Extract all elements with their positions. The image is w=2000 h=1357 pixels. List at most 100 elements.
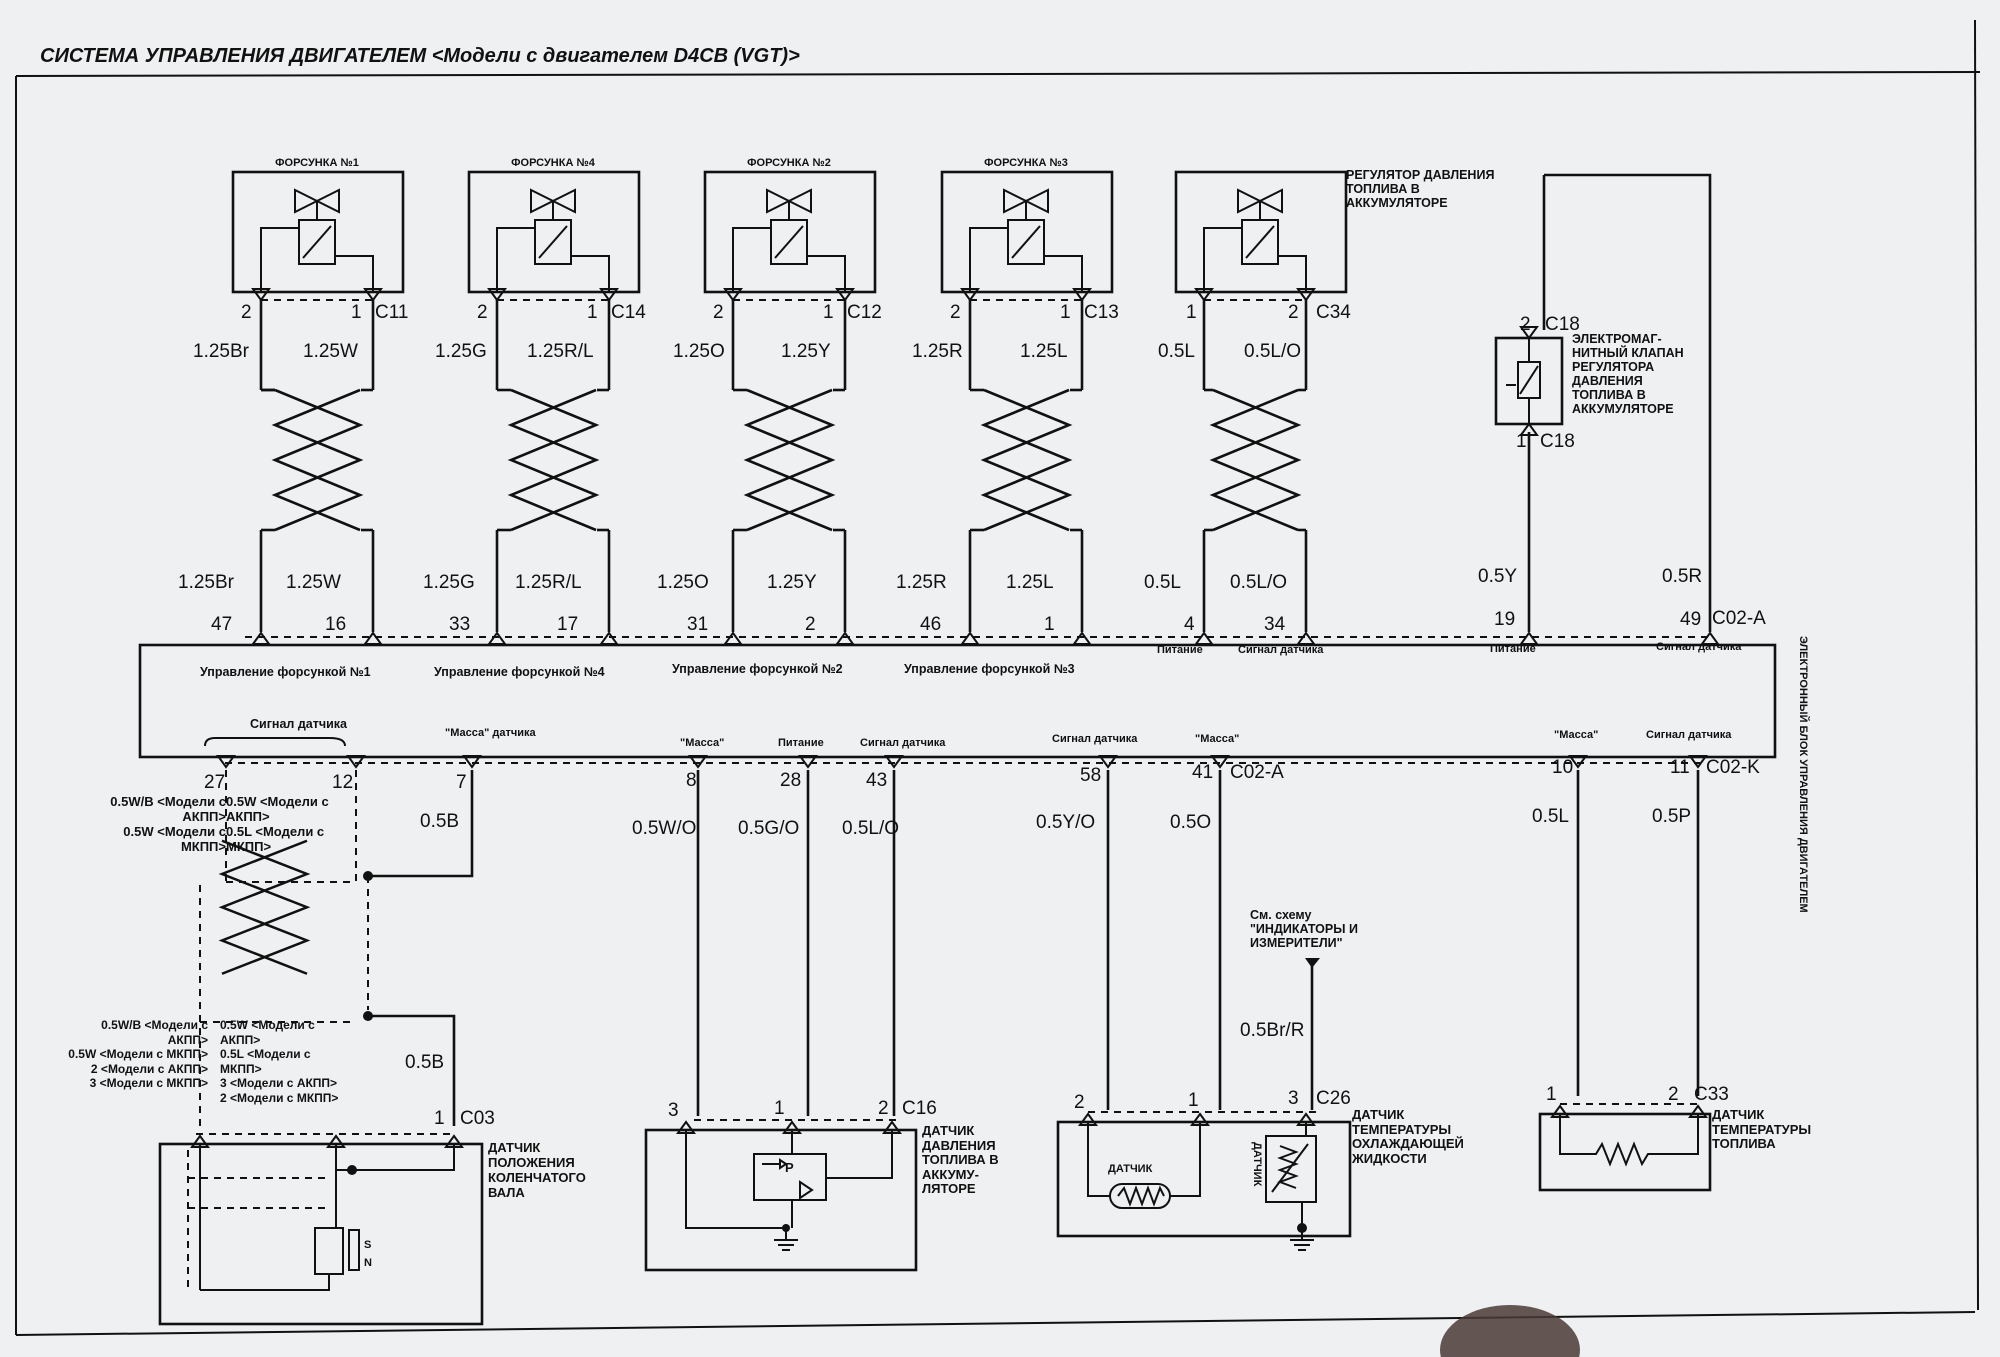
sheet-frame-right — [1974, 19, 1979, 1311]
crank-lower-notes-left: 0.5W/B <Модели с АКПП> 0.5W <Модели с МК… — [68, 1018, 208, 1090]
ecu-bottom-label-1: Сигнал датчика — [250, 717, 348, 731]
pressure-sensor-symbol — [753, 1153, 827, 1201]
fuel-temp-sensor-box — [1538, 1112, 1712, 1192]
component-label: ФОРСУНКА №4 — [511, 157, 596, 169]
rail-wire-3: 0.5L/O — [842, 818, 899, 839]
rail-wire-1: 0.5W/O — [632, 818, 696, 839]
pin-left: 2 — [477, 302, 488, 323]
note: 3 <Модели с МКПП> — [89, 1076, 208, 1090]
fuel-temp-sensor-label: ДАТЧИК ТЕМПЕРАТУРЫ ТОПЛИВА — [1712, 1108, 1812, 1151]
injector-3: ФОРСУНКА №3 2 1 C13 1.25R 1.25L 1.25R 1.… — [896, 157, 1119, 645]
ecu-bottom-label-8: "Масса" — [1554, 729, 1598, 741]
crank-ecu-pin-2: 12 — [332, 772, 353, 793]
ecu-pin-left: 33 — [449, 614, 470, 635]
solenoid-connector-bottom: C18 — [1540, 431, 1575, 452]
rail-sensor-box — [644, 1128, 918, 1272]
pin-right: 2 — [1288, 302, 1299, 323]
coolant-reference-box: См. схему "ИНДИКАТОРЫ И ИЗМЕРИТЕЛИ" — [1250, 908, 1358, 950]
coolant-connector: C26 — [1316, 1088, 1351, 1109]
connector-label: C11 — [375, 302, 408, 323]
valve-icon — [969, 188, 1083, 292]
title-underline — [15, 71, 1981, 77]
coolant-reference: См. схему "ИНДИКАТОРЫ И ИЗМЕРИТЕЛИ" — [1250, 908, 1358, 950]
ecu-bottom-connector-k: C02-K — [1706, 757, 1760, 778]
ecu-label-5: Питание — [1157, 644, 1203, 656]
valve-icon — [260, 188, 374, 292]
solenoid-ecu-pin-left: 19 — [1494, 609, 1515, 630]
component-label: ФОРСУНКА №2 — [747, 157, 831, 169]
connector-label: C14 — [611, 302, 646, 323]
ecu-label-6: Сигнал датчика — [1238, 644, 1324, 656]
crankshaft-sensor-circuit: 27 12 7 0.5B 0.5W/B <Модели с АКПП> 0.5W… — [68, 755, 586, 1326]
injector-2: ФОРСУНКА №2 2 1 C12 1.25O 1.25Y 1.25O 1.… — [657, 157, 882, 645]
ecu-pin-right: 17 — [557, 614, 578, 635]
wire-right-label: 1.25R/L — [527, 341, 594, 362]
wire-right-label-b: 1.25L — [1006, 572, 1054, 593]
fuel-wire-2: 0.5P — [1652, 806, 1691, 827]
wire-right-label-b: 1.25R/L — [515, 572, 582, 593]
ecu-bottom-label-4: Питание — [778, 737, 824, 749]
component-label: ФОРСУНКА №3 — [984, 157, 1068, 169]
wire-left-label-b: 1.25O — [657, 572, 709, 593]
wire-left-label: 0.5L — [1158, 341, 1195, 362]
wire-right-label-b: 1.25W — [286, 572, 341, 593]
wire-left-label: 1.25G — [435, 341, 487, 362]
fuel-ecu-pin-1: 10 — [1552, 757, 1573, 778]
rail-connector: C16 — [902, 1098, 937, 1119]
rail-pressure-regulator: РЕГУЛЯТОР РЕГУЛЯТОР ДАВЛЕНИЯ ТОПЛИВА В А… — [1144, 168, 1496, 645]
valve-icon — [496, 188, 610, 292]
connector-label: C13 — [1084, 302, 1119, 323]
note: 0.5W <Модели с АКПП> — [226, 794, 329, 824]
coolant-pin-2: 1 — [1188, 1090, 1199, 1111]
ecu-label-8: Сигнал датчика — [1656, 641, 1742, 653]
ecu-bottom-label-9: Сигнал датчика — [1646, 729, 1732, 741]
note: 2 <Модели с МКПП> — [220, 1090, 339, 1105]
ecu-label-7: Питание — [1490, 643, 1536, 655]
ecu-bottom-label-6: Сигнал датчика — [1052, 733, 1138, 745]
note: 0.5L <Модели с МКПП> — [226, 824, 325, 854]
crank-pin-right: 1 — [434, 1108, 445, 1129]
pin-left: 2 — [713, 302, 724, 323]
wire-right-label: 1.25Y — [781, 341, 831, 362]
crank-upper-notes-left: 0.5W/B <Модели с АКПП> 0.5W <Модели с МК… — [110, 794, 226, 854]
page-title: СИСТЕМА УПРАВЛЕНИЯ ДВИГАТЕЛЕМ <Модели с … — [40, 45, 800, 67]
ecu-bottom-label-2: "Масса" датчика — [445, 727, 537, 739]
wire-left-label-b: 1.25G — [423, 572, 475, 593]
note: 0.5W/B <Модели с АКПП> — [101, 1018, 208, 1047]
ecu-label-3: Управление форсункой №2 — [672, 662, 843, 676]
ecu-side-label: ЭЛЕКТРОННЫЙ БЛОК УПРАВЛЕНИЯ ДВИГАТЕЛЕМ — [1797, 636, 1810, 913]
wire-left-label: 1.25O — [673, 341, 725, 362]
note: 0.5W <Модели с АКПП> — [220, 1018, 315, 1047]
fuel-label-box: ДАТЧИК ТЕМПЕРАТУРЫ ТОПЛИВА — [1712, 1108, 1812, 1151]
rail-pin-3: 2 — [878, 1098, 889, 1119]
rail-wire-2: 0.5G/O — [738, 818, 799, 839]
ecu-bottom-label-3: "Масса" — [680, 737, 724, 749]
fuel-connector: C33 — [1694, 1084, 1729, 1105]
coolant-wire-3: 0.5Br/R — [1240, 1020, 1304, 1041]
connector-label: C34 — [1316, 302, 1351, 323]
pin-right: 1 — [823, 302, 834, 323]
crank-wire-shield: 0.5B — [420, 811, 459, 832]
wire-right-label-b: 1.25Y — [767, 572, 817, 593]
coolant-wire-1: 0.5Y/O — [1036, 812, 1095, 833]
coolant-pin-1: 2 — [1074, 1092, 1085, 1113]
coolant-inner-right: ДАТЧИК — [1251, 1142, 1263, 1187]
wire-left-label-b: 1.25R — [896, 572, 947, 593]
regulator-label-box: РЕГУЛЯТОР ДАВЛЕНИЯ ТОПЛИВА В АККУМУЛЯТОР… — [1346, 168, 1496, 210]
ecu-label-2: Управление форсункой №4 — [434, 665, 605, 679]
regulator-box — [1174, 170, 1348, 294]
wire-right-label: 1.25L — [1020, 341, 1068, 362]
wire-left-label: 1.25Br — [193, 341, 250, 362]
valve-icon — [732, 188, 846, 292]
ecu-pin-left: 4 — [1184, 614, 1195, 635]
coolant-ecu-pin-2: 41 — [1192, 762, 1213, 783]
pin-right: 1 — [587, 302, 598, 323]
regulator-label: РЕГУЛЯТОР ДАВЛЕНИЯ ТОПЛИВА В АККУМУЛЯТОР… — [1346, 168, 1496, 210]
coolant-sensor-box — [1056, 1120, 1352, 1238]
injector-box — [940, 170, 1114, 294]
ecu-label-4: Управление форсункой №3 — [904, 662, 1075, 676]
rail-ecu-pin-3: 43 — [866, 770, 887, 791]
wire-right-label-b: 0.5L/O — [1230, 572, 1287, 593]
ecu-pin-right: 1 — [1044, 614, 1055, 635]
